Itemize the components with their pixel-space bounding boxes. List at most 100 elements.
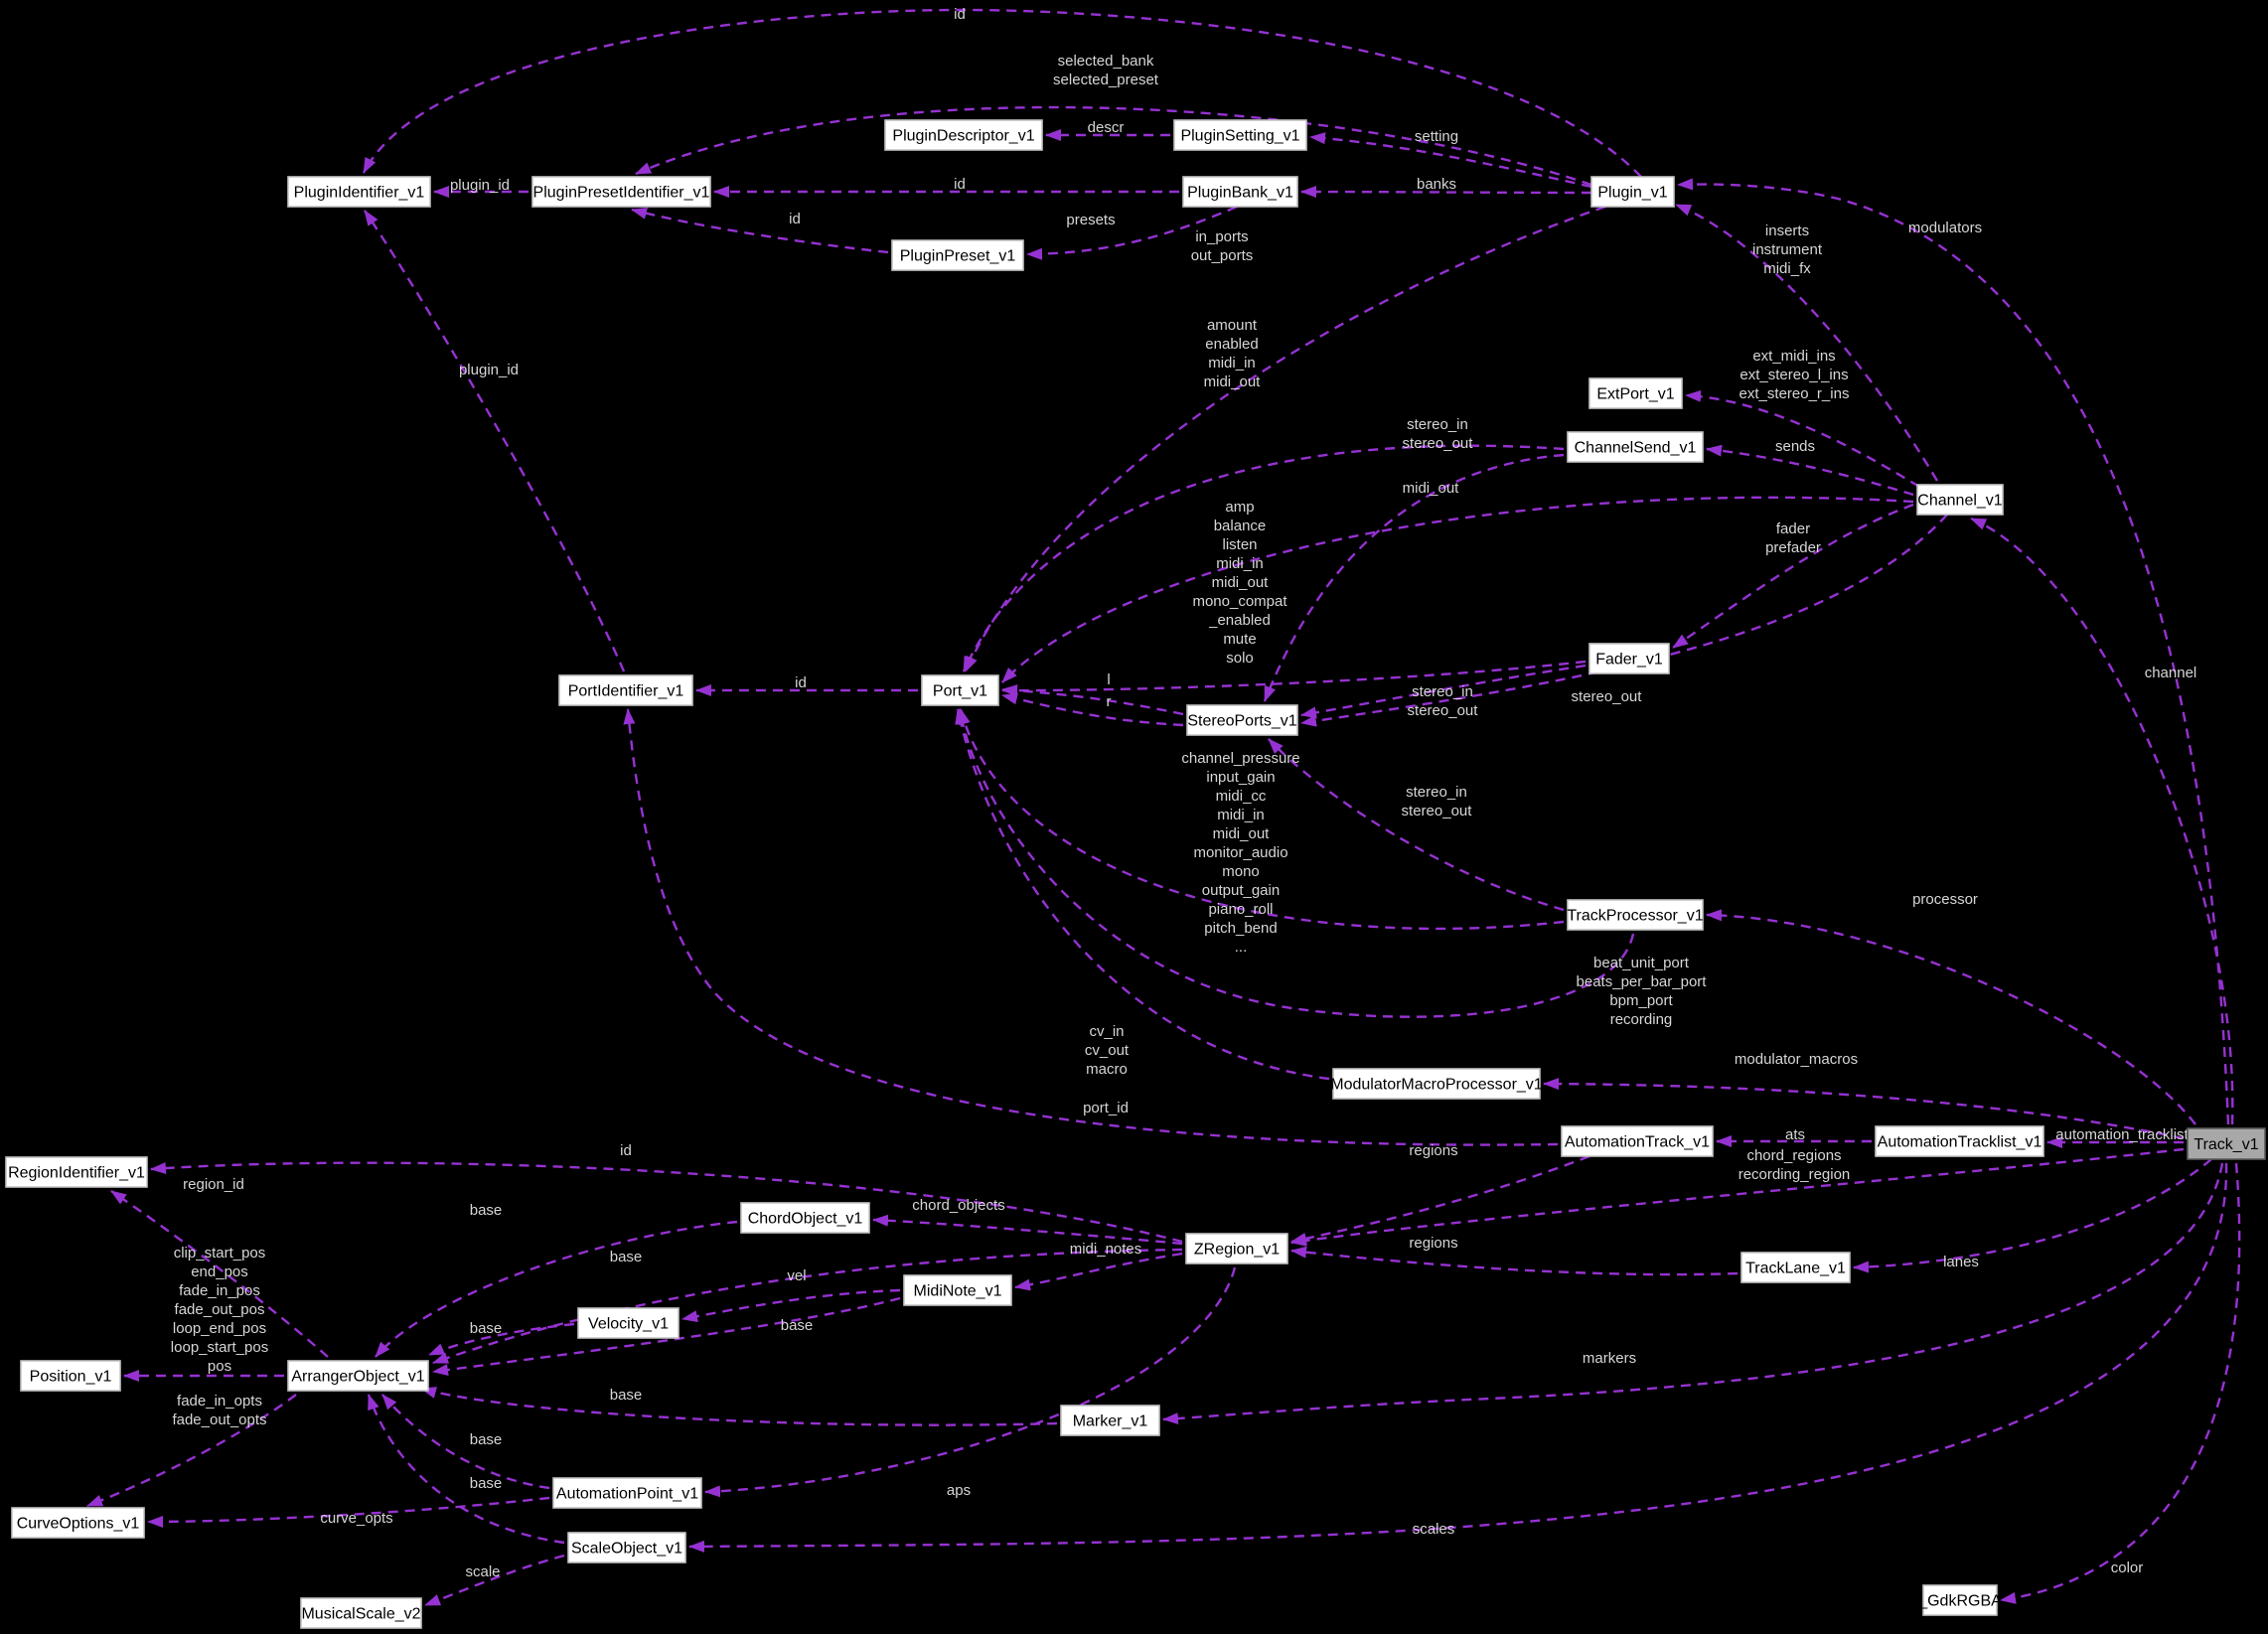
node-curve_options[interactable]: CurveOptions_v1 <box>11 1507 145 1539</box>
node-box[interactable] <box>1567 431 1704 463</box>
edge-chord-regions <box>1290 1147 2185 1247</box>
edge-label-line: monitor_audio <box>1193 844 1287 861</box>
node-box[interactable] <box>531 176 711 208</box>
node-box[interactable] <box>1875 1125 2044 1157</box>
node-fader[interactable]: Fader_v1 <box>1588 643 1670 674</box>
edge-label-line: fade_in_opts <box>177 1393 262 1410</box>
node-box[interactable] <box>577 1307 680 1339</box>
node-plugin_preset[interactable]: PluginPreset_v1 <box>891 239 1024 271</box>
node-label: Velocity_v1 <box>588 1316 669 1333</box>
node-box[interactable] <box>1185 1233 1288 1264</box>
edge-label-midi-out: midi_out <box>1403 480 1460 497</box>
node-box[interactable] <box>287 1360 429 1392</box>
node-box[interactable] <box>891 239 1024 271</box>
node-box[interactable] <box>1060 1405 1160 1436</box>
edge-label-line: id <box>795 674 807 691</box>
node-box[interactable] <box>921 674 999 706</box>
node-box[interactable] <box>5 1156 148 1188</box>
node-box[interactable] <box>2187 1127 2266 1160</box>
node-box[interactable] <box>740 1202 870 1234</box>
edge-id-preset <box>631 208 889 254</box>
node-box[interactable] <box>558 674 693 706</box>
node-marker[interactable]: Marker_v1 <box>1060 1405 1160 1436</box>
node-ext_port[interactable]: ExtPort_v1 <box>1588 377 1683 409</box>
node-box[interactable] <box>11 1507 145 1539</box>
node-box[interactable] <box>1186 704 1298 736</box>
node-gdk_rgba[interactable]: _GdkRGBA <box>1917 1584 2002 1616</box>
node-plugin[interactable]: Plugin_v1 <box>1590 176 1675 208</box>
node-label: ChannelSend_v1 <box>1575 440 1697 457</box>
edge-midi-notes <box>1014 1252 1183 1291</box>
node-channel[interactable]: Channel_v1 <box>1916 484 2004 516</box>
edge-fader-prefader <box>1672 503 1914 649</box>
edge-label-line: midi_out <box>1204 373 1262 390</box>
node-track_processor[interactable]: TrackProcessor_v1 <box>1567 899 1704 931</box>
node-channel_send[interactable]: ChannelSend_v1 <box>1567 431 1704 463</box>
edge-base-chord <box>375 1220 738 1358</box>
node-label: PluginDescriptor_v1 <box>892 128 1034 145</box>
node-automation_track[interactable]: AutomationTrack_v1 <box>1561 1125 1714 1157</box>
node-position[interactable]: Position_v1 <box>20 1360 121 1392</box>
node-arranger_object[interactable]: ArrangerObject_v1 <box>287 1360 429 1392</box>
edge-label-line: base <box>610 1387 643 1404</box>
node-box[interactable] <box>884 119 1043 151</box>
node-box[interactable] <box>1588 377 1683 409</box>
node-plugin_bank[interactable]: PluginBank_v1 <box>1182 176 1298 208</box>
node-plugin_identifier[interactable]: PluginIdentifier_v1 <box>287 176 431 208</box>
node-scale_object[interactable]: ScaleObject_v1 <box>567 1532 686 1563</box>
edge-label-line: mute <box>1223 631 1256 648</box>
edge-label-line: channel <box>2145 665 2197 681</box>
edge-scale <box>424 1554 565 1607</box>
edge-label-line: solo <box>1226 650 1254 667</box>
node-box[interactable] <box>300 1597 422 1629</box>
edge-label-line: r <box>1107 693 1112 710</box>
node-plugin_descriptor[interactable]: PluginDescriptor_v1 <box>884 119 1043 151</box>
node-port_identifier[interactable]: PortIdentifier_v1 <box>558 674 693 706</box>
node-port[interactable]: Port_v1 <box>921 674 999 706</box>
edge-label-scales: scales <box>1413 1521 1455 1538</box>
node-modulator_macro_processor[interactable]: ModulatorMacroProcessor_v1 <box>1330 1068 1543 1100</box>
edge-label-line: id <box>954 6 966 23</box>
node-musical_scale[interactable]: MusicalScale_v2 <box>300 1597 422 1629</box>
edge-label-line: midi_cc <box>1216 788 1267 805</box>
edge-label-line: ext_midi_ins <box>1752 348 1835 365</box>
node-box[interactable] <box>1173 119 1307 151</box>
node-box[interactable] <box>567 1532 686 1563</box>
node-box[interactable] <box>1590 176 1675 208</box>
node-plugin_preset_identifier[interactable]: PluginPresetIdentifier_v1 <box>531 176 711 208</box>
node-zregion[interactable]: ZRegion_v1 <box>1185 1233 1288 1264</box>
edge-label-line: out_ports <box>1191 247 1254 264</box>
node-box[interactable] <box>1922 1584 1998 1616</box>
node-box[interactable] <box>1740 1252 1851 1283</box>
edge-label-line: plugin_id <box>459 362 519 378</box>
node-region_identifier[interactable]: RegionIdentifier_v1 <box>5 1156 148 1188</box>
node-automation_point[interactable]: AutomationPoint_v1 <box>552 1477 702 1509</box>
node-box[interactable] <box>20 1360 121 1392</box>
node-automation_tracklist[interactable]: AutomationTracklist_v1 <box>1875 1125 2044 1157</box>
node-box[interactable] <box>1588 643 1670 674</box>
node-box[interactable] <box>1182 176 1298 208</box>
edge-label-line: stereo_in <box>1406 784 1467 801</box>
node-midi_note[interactable]: MidiNote_v1 <box>903 1274 1012 1306</box>
node-label: TrackProcessor_v1 <box>1567 908 1703 925</box>
node-box[interactable] <box>1567 899 1704 931</box>
node-box[interactable] <box>1561 1125 1714 1157</box>
node-box[interactable] <box>552 1477 702 1509</box>
node-box[interactable] <box>1332 1068 1541 1100</box>
node-stereo_ports[interactable]: StereoPorts_v1 <box>1186 704 1298 736</box>
node-velocity[interactable]: Velocity_v1 <box>577 1307 680 1339</box>
node-track[interactable]: Track_v1 <box>2187 1127 2266 1160</box>
node-plugin_setting[interactable]: PluginSetting_v1 <box>1173 119 1307 151</box>
edge-label-line: beat_unit_port <box>1593 955 1690 971</box>
node-box[interactable] <box>1916 484 2004 516</box>
edge-presets <box>1026 205 1238 260</box>
edge-label-line: loop_end_pos <box>173 1320 266 1337</box>
edge-label-line: recording_region <box>1739 1166 1851 1183</box>
node-box[interactable] <box>287 176 431 208</box>
node-track_lane[interactable]: TrackLane_v1 <box>1740 1252 1851 1283</box>
node-box[interactable] <box>903 1274 1012 1306</box>
edge-label-line: vel <box>787 1267 806 1284</box>
node-chord_object[interactable]: ChordObject_v1 <box>740 1202 870 1234</box>
